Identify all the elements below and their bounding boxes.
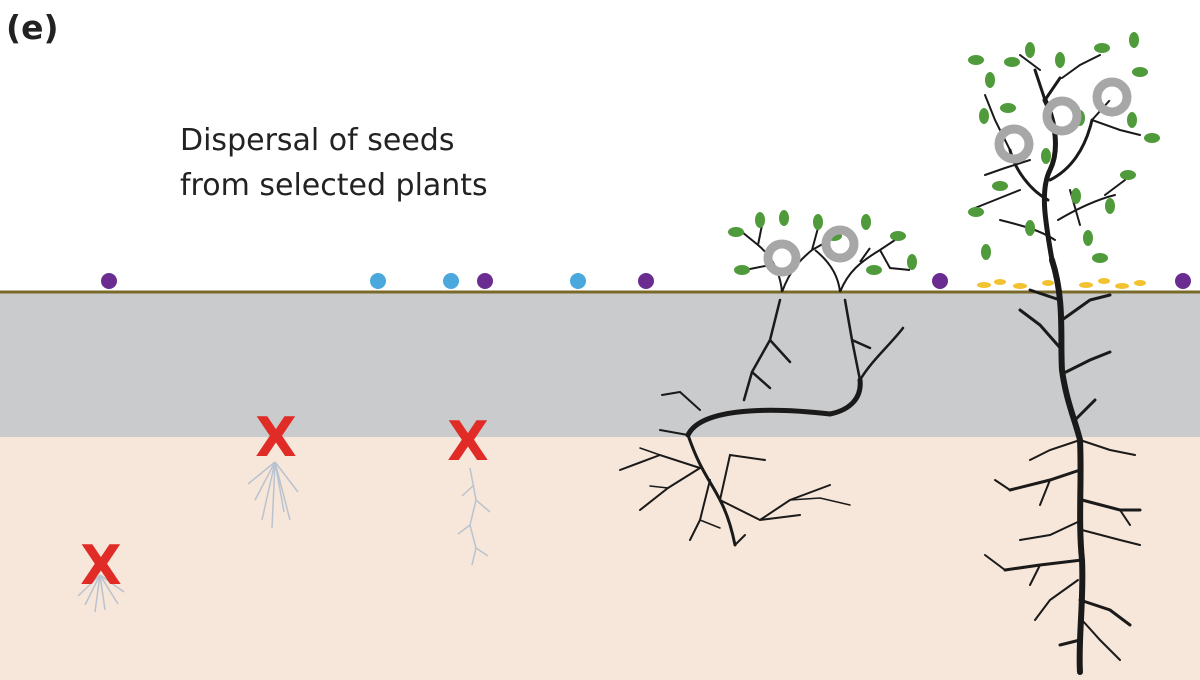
leaf [1120,170,1136,180]
dead-marker-1: X [255,406,297,469]
leaf [1092,253,1108,263]
seed [932,273,948,289]
fruit [763,239,801,277]
leaf [1105,198,1115,214]
lower-soil-layer [0,437,1200,680]
dead-marker-2: X [447,410,489,473]
leaf [1055,52,1065,68]
seed [101,273,117,289]
leaf [728,227,744,237]
leaf [1000,103,1016,113]
leaf [907,254,917,270]
small-plant-roots [619,298,905,547]
leaf [968,207,984,217]
leaf [861,214,871,230]
leaf [968,55,984,65]
leaf-litter [977,278,1146,289]
diagram-caption: Dispersal of seeds from selected plants [180,118,488,208]
fruit [1092,77,1132,117]
seed [1175,273,1191,289]
leaf [1129,32,1139,48]
leaf [1025,220,1035,236]
leaf [1083,230,1093,246]
leaf [1071,188,1081,204]
caption-line-2: from selected plants [180,168,488,203]
failed-seedling-markers: X X X [80,406,489,597]
leaf [1127,112,1137,128]
fruit [994,124,1034,164]
panel-label: (e) [6,8,59,47]
fruit-center [1108,93,1116,101]
tall-plant-stem [974,54,1142,675]
leaf [890,231,906,241]
leaf [755,212,765,228]
dispersed-seeds [101,273,1191,289]
fruit-center [778,254,786,262]
dead-marker-3: X [80,534,122,597]
seed [570,273,586,289]
seed [638,273,654,289]
seed [370,273,386,289]
fruit [821,225,859,263]
fruit-center [1058,112,1066,120]
small-plant-fruits [763,225,859,277]
leaf [1041,148,1051,164]
leaf [979,108,989,124]
fruit [1042,96,1082,136]
leaf [1025,42,1035,58]
leaf [866,265,882,275]
seed [477,273,493,289]
seed [443,273,459,289]
leaf [1094,43,1110,53]
leaf [734,265,750,275]
leaf [985,72,995,88]
fruit-center [836,240,844,248]
leaf [992,181,1008,191]
leaf [1132,67,1148,77]
fruit-center [1010,140,1018,148]
caption-line-1: Dispersal of seeds [180,123,455,158]
leaf [813,214,823,230]
tall-plant-fruits [994,77,1132,164]
leaf [1004,57,1020,67]
upper-soil-layer [0,292,1200,437]
leaf [779,210,789,226]
leaf [1144,133,1160,143]
failed-seedling-roots [77,461,491,613]
leaf [981,244,991,260]
